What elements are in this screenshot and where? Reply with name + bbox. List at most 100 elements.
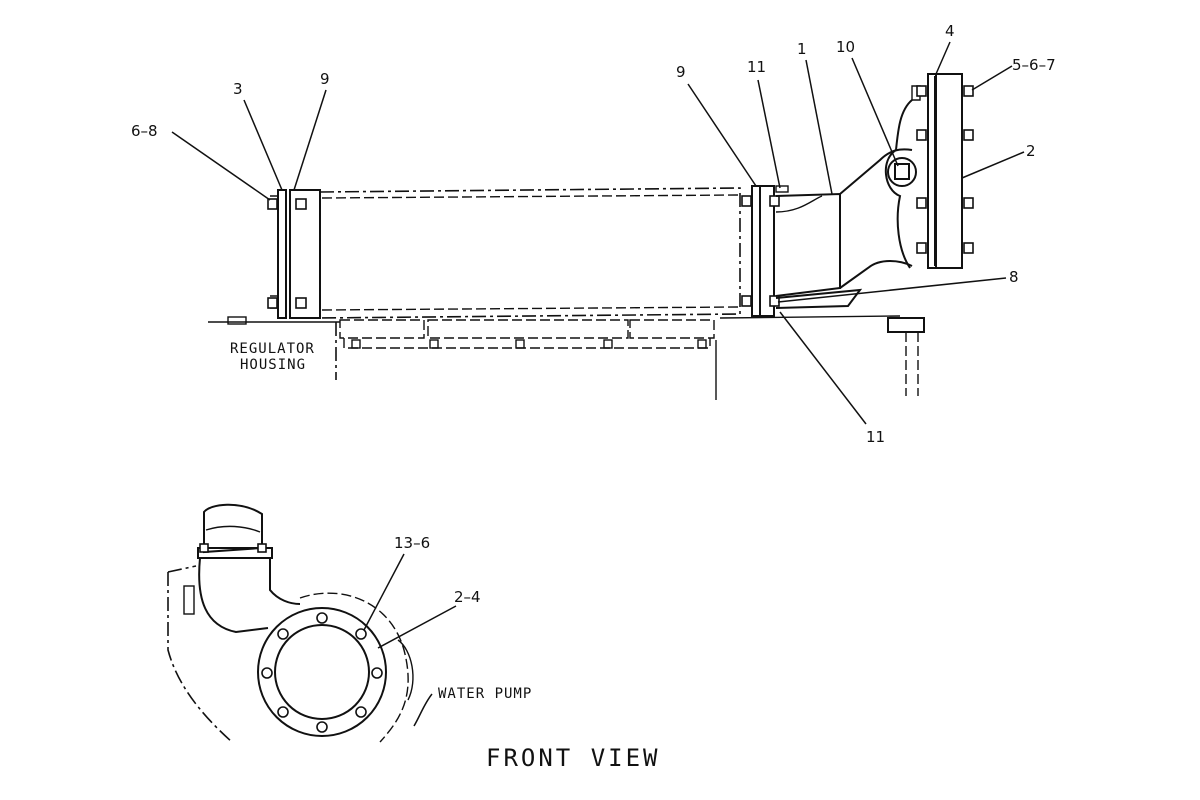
pump-inlet-pipe — [203, 503, 263, 554]
left-nut-top — [295, 198, 307, 210]
leader-10 — [851, 57, 899, 167]
right-nut-bottom — [769, 295, 780, 307]
cooler-body — [319, 187, 741, 319]
pump-cover-bore — [274, 624, 370, 720]
outlet-bolt-3 — [916, 197, 927, 209]
water-pump-label: WATER PUMP — [438, 686, 532, 702]
right-bolt-top — [741, 195, 752, 207]
leader-5-6-7 — [971, 65, 1013, 91]
cooler-body-inner-top — [321, 194, 739, 199]
left-gasket-plate — [277, 189, 287, 319]
right-bolt-bottom — [741, 295, 752, 307]
pump-elbow-right — [269, 558, 301, 605]
pump-inlet-flange — [197, 547, 273, 559]
vent-pipe-head — [887, 317, 925, 333]
callout-8: 8 — [1009, 268, 1019, 286]
pump-cover-bolt-1 — [316, 612, 328, 624]
right-gasket-plate — [751, 185, 761, 317]
mounting-surface-right — [719, 315, 901, 319]
outlet-nut-3 — [963, 197, 974, 209]
pump-cover-bolt-2 — [355, 628, 367, 640]
pad-bolt-5 — [697, 339, 707, 349]
left-end-flange — [267, 189, 321, 319]
pump-housing-top — [167, 565, 197, 573]
outlet-flange — [916, 73, 974, 269]
outlet-flange-plate — [935, 73, 963, 269]
pump-cover-bolt-6 — [277, 706, 289, 718]
pump-cover-bolt-7 — [261, 667, 273, 679]
callout-10: 10 — [836, 38, 855, 56]
mounting-pads — [339, 319, 715, 349]
leader-13-6 — [363, 553, 405, 631]
outlet-bolt-1 — [916, 85, 927, 97]
leader-11-top — [757, 79, 781, 189]
outlet-bolt-4 — [916, 242, 927, 254]
oil-cooler-assembly — [208, 73, 974, 400]
callout-11-bottom: 11 — [866, 428, 885, 446]
pad-2 — [427, 319, 629, 339]
callout-5-6-7: 5–6–7 — [1012, 56, 1056, 74]
outlet-nut-1 — [963, 85, 974, 97]
water-pump-assembly — [167, 503, 433, 743]
callout-6-8: 6–8 — [131, 122, 158, 140]
callout-1: 1 — [797, 40, 807, 58]
right-nut-top — [769, 195, 780, 207]
pump-callouts: 13–6 2–4 WATER PUMP — [363, 534, 532, 702]
pump-cover-bolt-3 — [371, 667, 383, 679]
pad-bolt-4 — [603, 339, 613, 349]
left-bolt-bottom — [267, 297, 278, 309]
regulator-housing-label-line2: HOUSING — [240, 357, 306, 373]
outlet-nut-4 — [963, 242, 974, 254]
callout-2: 2 — [1026, 142, 1036, 160]
leader-9-right — [687, 83, 757, 187]
elbow-curve — [775, 195, 823, 213]
left-bolt-stubs — [270, 195, 278, 309]
left-bolt-top — [267, 198, 278, 210]
cooler-body-inner-bottom — [321, 306, 739, 311]
pump-cover-flange — [257, 607, 387, 737]
pad-bolt-3 — [515, 339, 525, 349]
pump-volute-outer — [299, 592, 409, 743]
pump-inlet-pipe-section — [205, 525, 261, 533]
pump-housing-lug — [183, 585, 195, 615]
pump-cover-bolt-4 — [355, 706, 367, 718]
leader-6-8 — [171, 131, 271, 201]
leader-2 — [961, 151, 1025, 179]
callout-11-top: 11 — [747, 58, 766, 76]
outlet-casting — [884, 99, 913, 269]
pump-cover-bolt-8 — [277, 628, 289, 640]
leader-11-bottom — [779, 311, 867, 425]
pump-housing-left — [167, 572, 233, 743]
pump-elbow-left — [198, 557, 269, 634]
outlet-flange-edge — [934, 76, 937, 266]
outlet-port-ring — [887, 157, 917, 187]
view-title: FRONT VIEW — [486, 744, 661, 772]
pump-inlet-bolt-left — [199, 543, 209, 553]
callout-2-4: 2–4 — [454, 588, 481, 606]
clip-top — [775, 185, 789, 193]
regulator-housing-label-line1: REGULATOR — [230, 341, 315, 357]
outlet-elbow — [775, 85, 921, 297]
callout-4: 4 — [945, 22, 955, 40]
plug-10 — [894, 163, 910, 180]
pump-inlet-bolt-right — [257, 543, 267, 553]
outlet-bolt-2 — [916, 129, 927, 141]
leader-9-left — [293, 89, 327, 191]
leader-2-4 — [377, 605, 457, 649]
leader-1 — [805, 59, 833, 195]
right-end-cap — [759, 185, 775, 317]
leader-8 — [777, 277, 1007, 303]
pad-bolt-2 — [429, 339, 439, 349]
elbow-outline — [775, 192, 841, 297]
support-bracket-8 — [775, 288, 863, 309]
pad-3 — [629, 319, 715, 339]
pad-strip — [343, 338, 711, 349]
callout-9-left: 9 — [320, 70, 330, 88]
pump-volute-lip — [397, 639, 414, 701]
outlet-nut-2 — [963, 129, 974, 141]
elbow-upper — [839, 148, 913, 195]
elbow-lower — [839, 260, 913, 289]
leader-water-pump — [413, 693, 433, 727]
leader-3 — [243, 99, 283, 191]
